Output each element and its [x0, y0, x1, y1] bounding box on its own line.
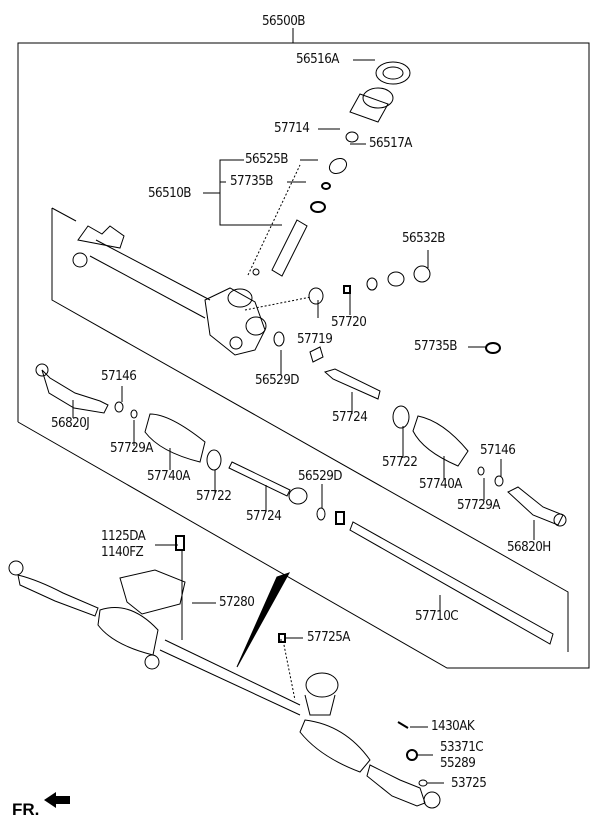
assembled-gear — [8, 535, 441, 809]
part-label: 56525B — [245, 152, 289, 167]
bearing-56517A — [328, 157, 348, 175]
part-label: 57729A — [110, 441, 153, 456]
boot-57740A-left — [144, 413, 206, 463]
part-label: 1125DA — [101, 529, 146, 544]
cover-56516A — [375, 61, 411, 85]
part-label: 57710C — [415, 609, 459, 624]
yoke-parts — [273, 265, 501, 363]
part-label: 57724 — [246, 509, 282, 524]
mounting-direction-wedge — [236, 572, 291, 668]
part-label: 57735B — [230, 174, 274, 189]
part-label: 57719 — [297, 332, 333, 347]
tie-rod-parts — [35, 363, 567, 645]
rack-57710C — [349, 521, 554, 645]
part-label: 57740A — [419, 477, 462, 492]
part-label: 57722 — [196, 489, 232, 504]
part-label: 57146 — [480, 443, 516, 458]
part-label: 56517A — [369, 136, 412, 151]
yoke-57719 — [308, 287, 324, 305]
part-label: 56820H — [507, 540, 551, 555]
assembly-outline — [17, 28, 590, 669]
part-label: 1430AK — [431, 719, 475, 734]
part-label: 57725A — [307, 630, 350, 645]
part-label: 57280 — [219, 595, 255, 610]
part-label: 56820J — [51, 416, 90, 431]
part-label: 53725 — [451, 776, 487, 791]
part-label: 57735B — [414, 339, 458, 354]
part-label: 1140FZ — [101, 545, 144, 560]
part-label: 57720 — [331, 315, 367, 330]
part-label: 57724 — [332, 410, 368, 425]
front-arrow-icon — [44, 792, 70, 808]
pinion-parts — [252, 61, 411, 277]
label-assembly: 56500B — [262, 14, 306, 29]
part-label: 57729A — [457, 498, 500, 513]
part-label: 57722 — [382, 455, 418, 470]
part-label: 56532B — [402, 231, 446, 246]
part-label: 55289 — [440, 756, 476, 771]
leader-lines — [72, 59, 535, 784]
pinion-shaft-56510B — [271, 219, 308, 277]
part-label: 56529D — [255, 373, 299, 388]
rack-housing — [72, 225, 267, 356]
part-label: 56529D — [298, 469, 342, 484]
part-label: 57740A — [147, 469, 190, 484]
part-label: 57714 — [274, 121, 310, 136]
oring-57714 — [345, 131, 359, 143]
part-label: 56510B — [148, 186, 192, 201]
bracket-57280 — [119, 569, 186, 615]
part-label: 57146 — [101, 369, 137, 384]
plug-56532B — [413, 265, 431, 283]
boot-57740A-right — [412, 415, 469, 467]
part-label: 56516A — [296, 52, 339, 67]
front-direction-label: FR. — [12, 800, 40, 819]
part-label: 53371C — [440, 740, 484, 755]
